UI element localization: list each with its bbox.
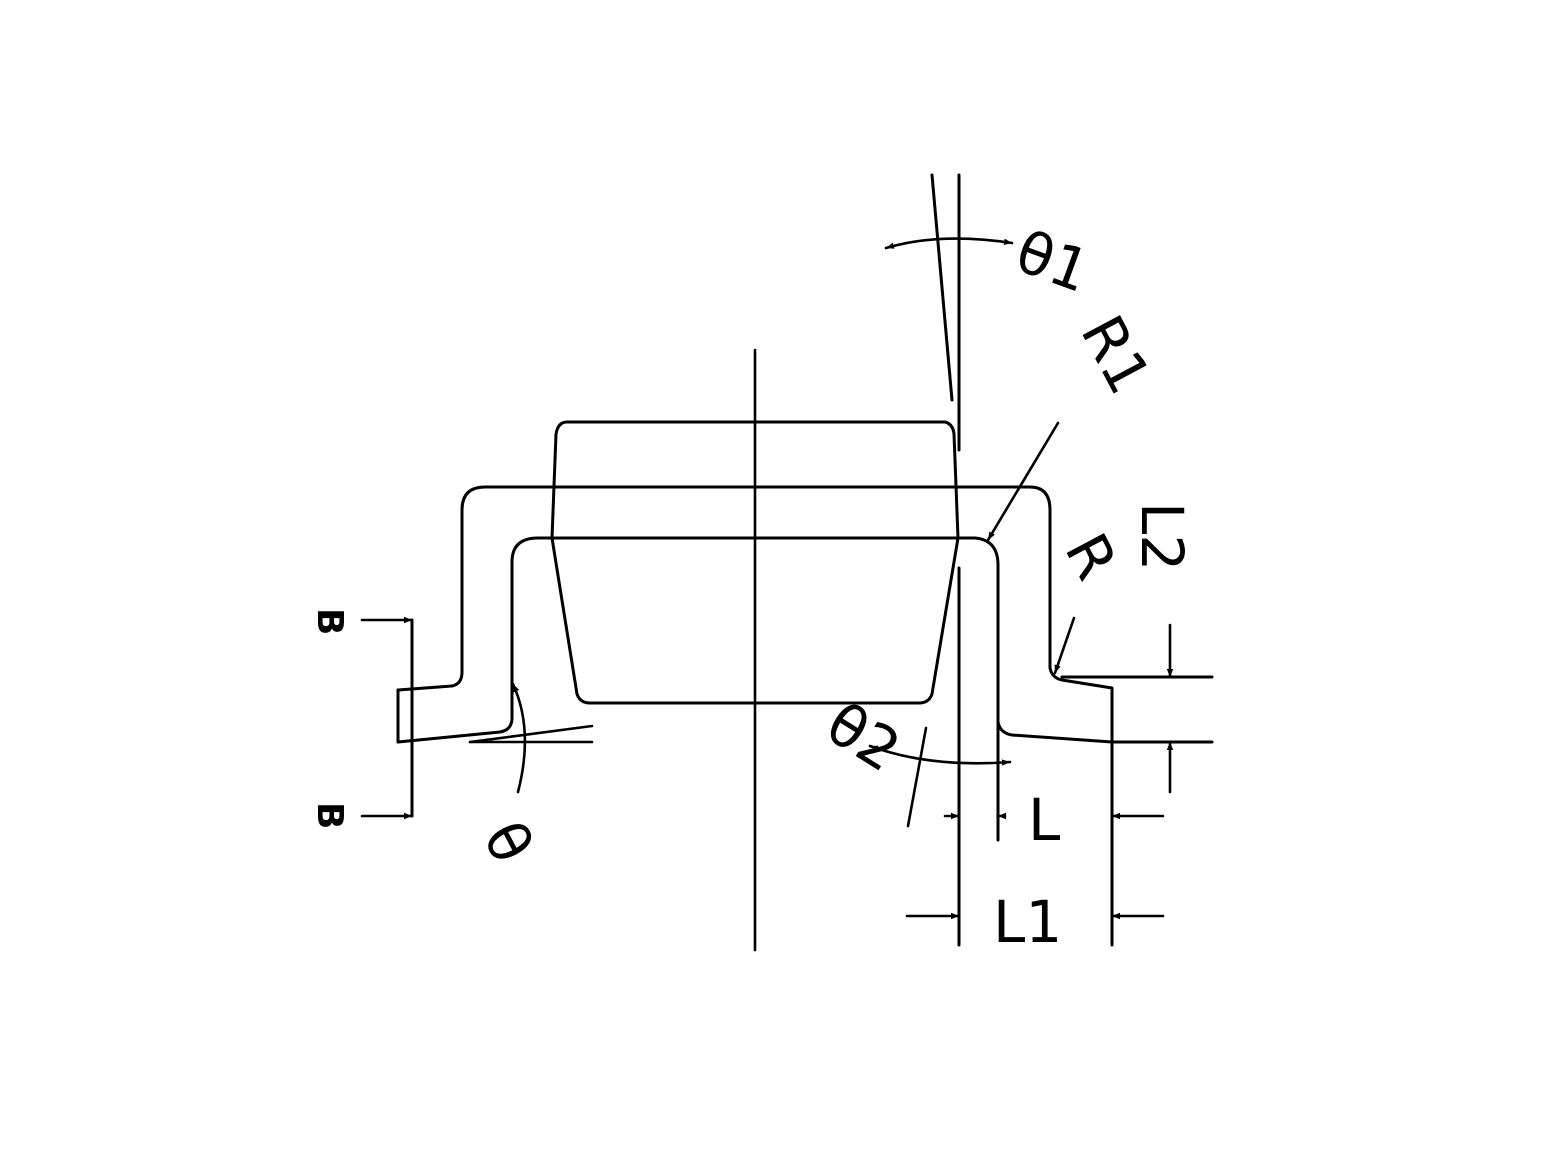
l-label: L xyxy=(1028,786,1060,854)
theta2-taper-ext xyxy=(906,726,928,828)
r1-leader xyxy=(986,421,1060,542)
theta-dimension-arc xyxy=(511,682,527,794)
l1-label: L1 xyxy=(993,888,1062,956)
section-label-top: B xyxy=(309,608,350,635)
l2-label: L2 xyxy=(1128,502,1196,571)
r1-label: R1 xyxy=(1068,305,1164,405)
theta-taper-line xyxy=(468,724,594,744)
theta1-dimension-arc xyxy=(884,237,1014,250)
sheet-inner-profile xyxy=(396,536,1114,744)
theta1-label: θ1 xyxy=(1007,217,1098,306)
punch-body xyxy=(550,420,960,705)
r-label: R xyxy=(1052,523,1131,591)
theta-label: θ xyxy=(470,811,547,874)
sheet-outer-profile xyxy=(396,485,1114,947)
theta2-dimension-arc xyxy=(868,744,1012,766)
r-leader xyxy=(1053,616,1076,675)
theta1-taper-line xyxy=(930,173,954,402)
section-label-bottom: B xyxy=(309,802,350,829)
